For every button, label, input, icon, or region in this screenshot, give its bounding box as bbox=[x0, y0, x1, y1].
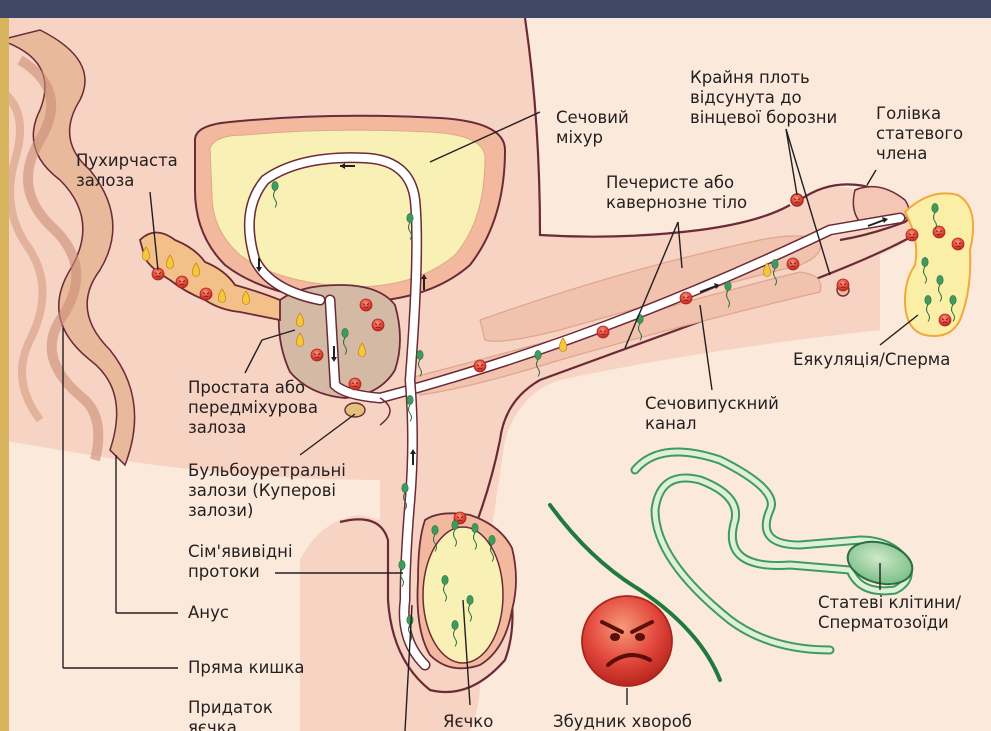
label-glans: Голівка статевого члена bbox=[876, 104, 963, 164]
label-sperm-cells: Статеві клітини/ Сперматозоїди bbox=[818, 593, 961, 633]
label-vas-deferens: Сім'явивідні протоки bbox=[188, 542, 293, 582]
label-bulbourethral: Бульбоуретральні залози (Куперові залози… bbox=[188, 461, 346, 521]
label-ejaculation: Еякуляція/Сперма bbox=[793, 350, 950, 370]
label-bladder: Сечовий міхур bbox=[556, 108, 629, 148]
label-corpus: Печеристе або кавернозне тіло bbox=[606, 173, 747, 213]
label-anus: Анус bbox=[188, 603, 229, 623]
label-testis: Яєчко bbox=[443, 712, 493, 731]
header-bar bbox=[0, 0, 991, 18]
label-seminal-vesicle: Пухирчаста залоза bbox=[76, 151, 178, 191]
label-foreskin: Крайня плоть відсунута до вінцевої бороз… bbox=[690, 68, 837, 128]
label-pathogen: Збудник хвороб bbox=[553, 712, 692, 731]
left-stripe bbox=[0, 18, 9, 731]
label-epididymis: Придаток яєчка bbox=[188, 698, 273, 731]
label-prostate: Простата або передміхурова залоза bbox=[188, 378, 318, 438]
label-rectum: Пряма кишка bbox=[188, 658, 304, 678]
label-urethra: Сечовипускний канал bbox=[645, 394, 779, 434]
